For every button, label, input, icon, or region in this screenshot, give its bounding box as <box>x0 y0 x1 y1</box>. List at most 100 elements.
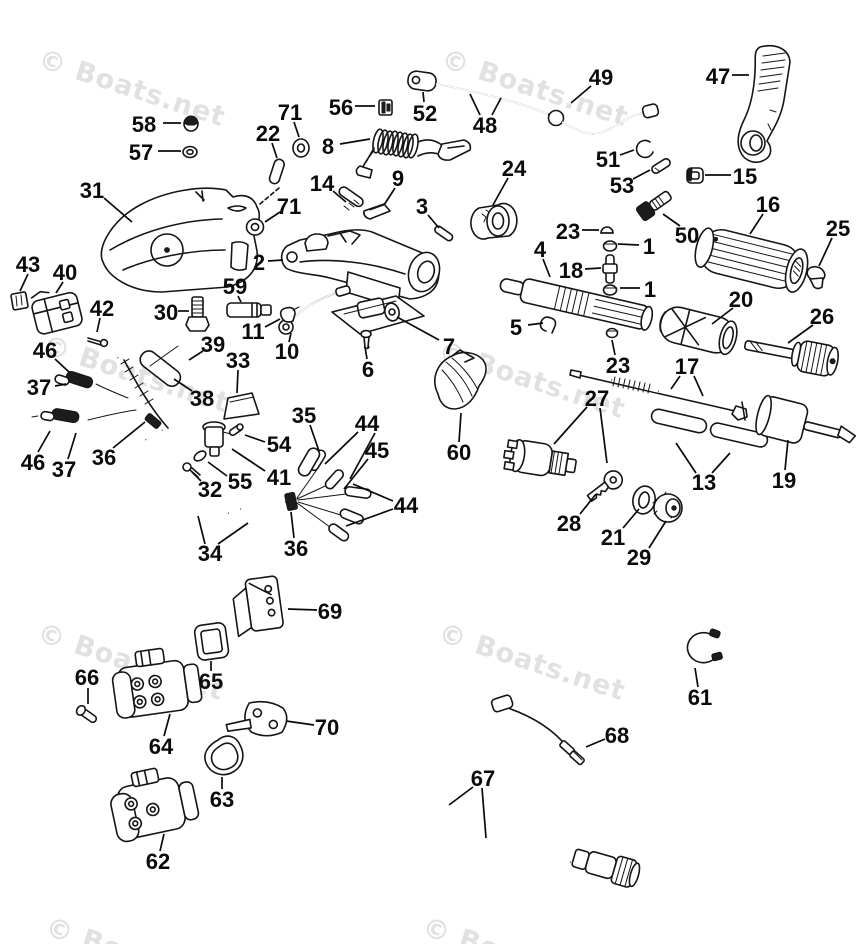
callout-leader-line <box>349 432 376 480</box>
part-number-label: 37 <box>52 457 76 482</box>
part-52-cable-end <box>407 70 437 92</box>
part-number-label: 61 <box>688 685 712 710</box>
callout-leader-line <box>287 608 318 611</box>
part-27-ignition-switch <box>503 438 577 477</box>
callout-leader-line <box>711 307 734 325</box>
part-number-label: 22 <box>256 121 280 146</box>
callout-leader-line <box>693 375 704 397</box>
part-42-screw <box>87 337 109 348</box>
part-56-clip <box>378 99 393 116</box>
part-64-connector <box>111 647 203 719</box>
part-28-key <box>586 470 624 503</box>
callout-leader-line <box>159 833 165 852</box>
part-68-lead-wire <box>504 706 585 766</box>
callout-leader-line <box>191 471 202 482</box>
part-number-label: 38 <box>190 386 214 411</box>
callout-leader-line <box>271 142 278 159</box>
part-number-label: 28 <box>557 511 581 536</box>
part-57-washer <box>182 145 198 159</box>
part-number-label: 9 <box>392 166 404 191</box>
part-number-label: 57 <box>129 140 153 165</box>
part-2-steering-bracket <box>280 229 441 309</box>
part-60-boot <box>434 349 487 410</box>
callout-leader-line <box>96 317 101 333</box>
part-number-label: 64 <box>149 734 174 759</box>
callout-leader-line <box>290 511 295 539</box>
part-number-label: 14 <box>310 171 335 196</box>
callout-leader-line <box>818 237 833 267</box>
part-26-friction-adjuster <box>743 340 839 377</box>
callout-leader-line <box>163 713 171 737</box>
callout-leader-line <box>217 522 249 545</box>
part-43-clip <box>10 291 29 311</box>
callout-leader-line <box>55 281 64 294</box>
part-number-label: 55 <box>228 469 252 494</box>
callout-leader-line <box>244 434 266 443</box>
part-49-link-rod <box>561 103 660 135</box>
part-47-shift-handle <box>737 45 791 163</box>
part-number-label: 17 <box>675 354 699 379</box>
part-8-spring-lanyard <box>355 128 472 179</box>
part-number-label: 6 <box>362 357 374 382</box>
part-69-bracket <box>232 575 284 638</box>
part-number-label: 42 <box>90 296 114 321</box>
part-33-plate <box>223 392 260 420</box>
part-number-label: 53 <box>610 173 634 198</box>
part-20-throttle-cage <box>659 306 738 356</box>
callout-leader-line <box>288 332 292 343</box>
part-37-terminal-lower <box>31 408 137 424</box>
part-70-retainer <box>225 700 288 737</box>
callout-leader-line <box>364 346 368 360</box>
part-5-hook-clip <box>539 316 557 334</box>
part-number-label: 16 <box>756 192 780 217</box>
part-number-label: 26 <box>810 304 834 329</box>
callout-leader-line <box>339 138 371 145</box>
callout-leader-line <box>632 169 651 180</box>
callout-leader-line <box>37 430 51 453</box>
part-number-label: 8 <box>322 134 334 159</box>
callout-leader-line <box>173 378 193 392</box>
part-71-washer-upper <box>292 138 310 158</box>
callout-leader-line <box>749 213 764 235</box>
part-number-label: 44 <box>355 411 380 436</box>
part-number-label: 5 <box>510 315 522 340</box>
callout-leader-line <box>383 187 396 206</box>
callout-leader-line <box>309 424 320 452</box>
part-71-washer-lower <box>245 218 265 236</box>
part-53-pin <box>651 158 671 174</box>
callout-leader-line <box>207 461 228 477</box>
callout-leader-line <box>527 322 544 326</box>
part-number-label: 71 <box>277 194 301 219</box>
part-50-bolt <box>635 190 672 222</box>
part-number-label: 34 <box>198 541 223 566</box>
callout-leader-line <box>711 452 731 474</box>
callout-leader-line <box>787 324 814 344</box>
part-number-label: 50 <box>675 223 699 248</box>
part-number-label: 54 <box>267 432 292 457</box>
part-number-label: 3 <box>416 194 428 219</box>
callout-leader-line <box>599 407 608 464</box>
part-number-label: 39 <box>201 332 225 357</box>
part-number-label: 60 <box>447 440 471 465</box>
callout-leader-line <box>553 406 588 445</box>
part-number-label: 67 <box>471 766 495 791</box>
part-number-label: 69 <box>318 599 342 624</box>
part-number-label: 23 <box>556 219 580 244</box>
part-36-band-upper <box>144 413 162 429</box>
part-30-bolt <box>185 296 210 332</box>
part-32-screw <box>182 462 201 478</box>
part-31-handle-cover <box>100 187 261 293</box>
callout-leader-line <box>670 375 681 390</box>
callout-leader-line <box>332 190 347 203</box>
part-36-band-lower <box>284 492 298 511</box>
part-34-cable <box>145 439 286 515</box>
part-number-label: 13 <box>692 470 716 495</box>
part-40-connector <box>30 290 83 335</box>
part-59-tube <box>226 302 272 318</box>
part-number-label: 36 <box>284 536 308 561</box>
callout-leader-line <box>188 350 204 361</box>
callout-leader-line <box>662 213 681 227</box>
part-number-label: 43 <box>16 252 40 277</box>
callout-leader-line <box>231 448 266 472</box>
